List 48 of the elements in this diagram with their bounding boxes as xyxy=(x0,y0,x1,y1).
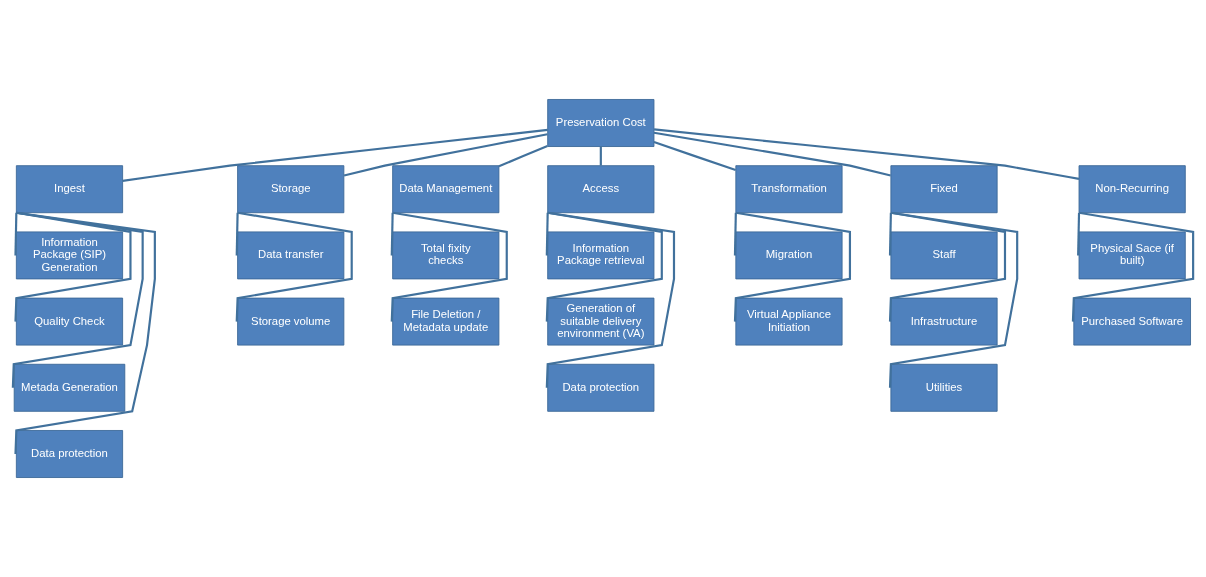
node-box: Non-Recurring xyxy=(1078,165,1186,214)
connector xyxy=(390,212,394,256)
connector xyxy=(653,128,1080,180)
connector xyxy=(235,211,353,322)
connector xyxy=(11,211,144,388)
node-box: Transformation xyxy=(735,165,843,214)
connector xyxy=(653,131,891,177)
node-box: Storage volume xyxy=(237,297,345,346)
node-box: Information Package retrieval xyxy=(547,231,655,280)
connector xyxy=(545,212,549,256)
node-box: Generation of suitable delivery environment (VA) xyxy=(547,297,655,346)
connector xyxy=(888,211,1007,322)
node-box: Total fixity checks xyxy=(392,231,500,280)
node-box: Infrastructure xyxy=(890,297,998,346)
node-box: Physical Sace (if built) xyxy=(1078,231,1186,280)
node-box: Virtual Appliance Initiation xyxy=(735,297,843,346)
node-box: Data Management xyxy=(392,165,500,214)
node-box: Storage xyxy=(237,165,345,214)
connector xyxy=(390,211,508,322)
connector xyxy=(14,212,18,256)
connector xyxy=(545,211,663,322)
node-box: Data protection xyxy=(547,363,655,412)
connector xyxy=(653,141,736,172)
node-box: Utilities xyxy=(890,363,998,412)
node-box: Migration xyxy=(735,231,843,280)
connector xyxy=(343,133,548,177)
node-box: File Deletion / Metadata update xyxy=(392,297,500,346)
node-box: Information Package (SIP) Generation xyxy=(15,231,124,280)
connector xyxy=(235,212,239,256)
node-box: Staff xyxy=(890,231,998,280)
node-box: Data transfer xyxy=(237,231,345,280)
connector xyxy=(599,146,602,166)
connector xyxy=(1077,212,1081,256)
node-box: Data protection xyxy=(15,430,124,478)
node-box: Metada Generation xyxy=(13,363,126,412)
connector xyxy=(888,211,1019,388)
node-box: Ingest xyxy=(15,165,124,214)
connector xyxy=(1071,211,1195,322)
connector xyxy=(498,145,548,168)
node-box: Purchased Software xyxy=(1073,297,1191,346)
connector xyxy=(733,212,737,256)
node-box: Preservation Cost xyxy=(547,99,655,147)
node-box: Quality Check xyxy=(15,297,124,346)
connector xyxy=(888,212,892,256)
node-box: Fixed xyxy=(890,165,998,214)
connector xyxy=(122,128,548,182)
node-box: Access xyxy=(547,165,655,214)
connector xyxy=(733,211,852,322)
